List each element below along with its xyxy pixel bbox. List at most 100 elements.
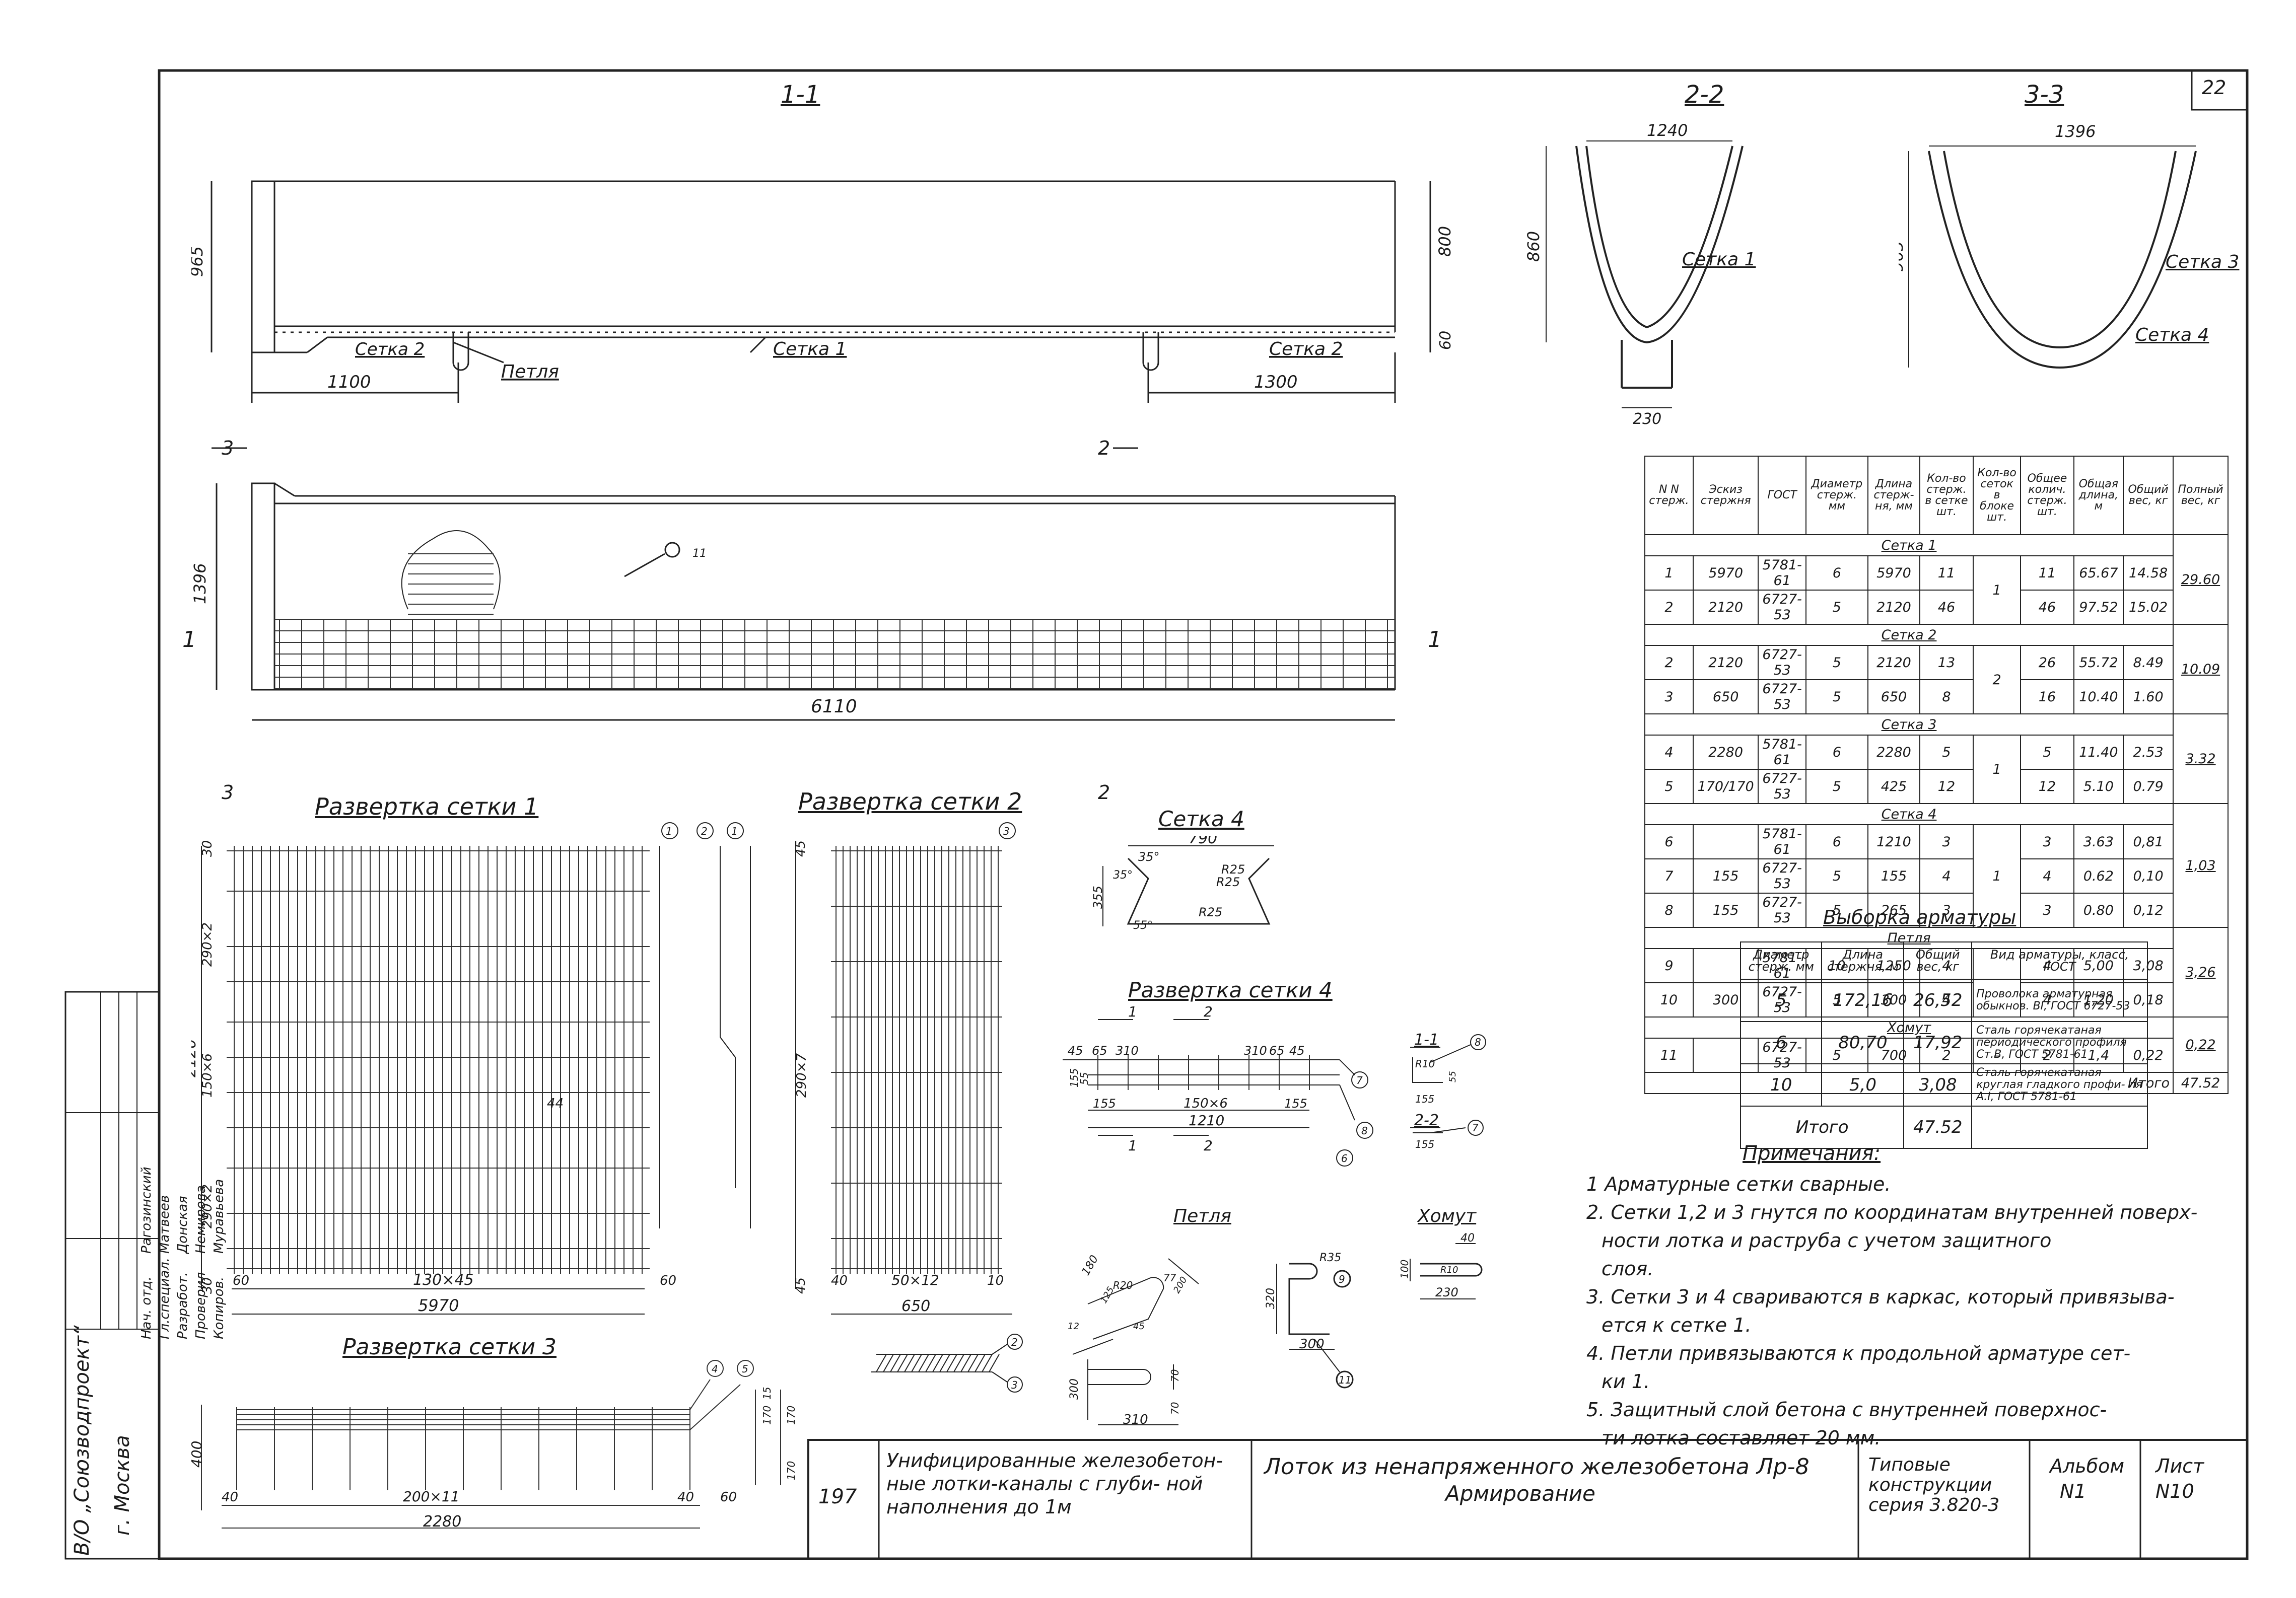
spec-header-cell: Полный вес, кг xyxy=(2173,456,2229,535)
spec-cell: 11 xyxy=(2020,555,2074,591)
spec-cell: 1210 xyxy=(1867,824,1921,859)
petlya-77: 77 xyxy=(1163,1272,1176,1284)
d2-650: 650 xyxy=(901,1297,930,1315)
dim-860: 860 xyxy=(1524,231,1543,262)
title-setka-2-dev: Развертка сетки 2 xyxy=(798,788,1022,815)
label-setka-1-s22: Сетка 1 xyxy=(1682,249,1756,270)
spec-header-cell: Общая длина, м xyxy=(2073,456,2124,535)
spec-cell: 265 xyxy=(1867,893,1921,928)
small-sections: 1-1 R10 155 55 8 2-2 155 7 xyxy=(1410,1031,1486,1150)
hatch-line xyxy=(897,1354,908,1372)
title-setka-4: Сетка 4 xyxy=(1158,807,1244,831)
d1-60a: 60 xyxy=(233,1273,249,1288)
dim-1240: 1240 xyxy=(1647,121,1688,140)
small-sec-155a: 155 xyxy=(1415,1093,1434,1105)
d4-310b: 310 xyxy=(1244,1044,1267,1058)
setka-4-shape: 790 35° R25 R25 35° 355 55° R25 xyxy=(1091,836,1274,932)
spec-cell: 5 xyxy=(1805,590,1868,625)
petlya-70b: 70 xyxy=(1169,1402,1181,1415)
spec-cell: 10 xyxy=(1644,982,1694,1018)
selection-cell: 5 xyxy=(1740,979,1823,1022)
spec-cell: 5970 xyxy=(1692,555,1759,591)
label-petlya: Петля xyxy=(501,361,559,382)
hatch-line xyxy=(890,1354,901,1372)
spec-header-cell: Диаметр стерж. мм xyxy=(1805,456,1868,535)
spec-cell: 0,10 xyxy=(2123,858,2174,894)
spec-cell: 8 xyxy=(1644,893,1694,928)
khomut-100: 100 xyxy=(1399,1260,1411,1279)
d2-40: 40 xyxy=(831,1273,848,1288)
d3-40a: 40 xyxy=(222,1490,238,1505)
spec-cell: 6 xyxy=(1805,735,1868,770)
hatch-line xyxy=(975,1354,986,1372)
petlya-310: 310 xyxy=(1123,1412,1148,1427)
note-line: ности лотка и раструба с учетом защитног… xyxy=(1602,1229,2052,1252)
spec-cell: 0,12 xyxy=(2123,893,2174,928)
spec-cell: 12 xyxy=(2020,769,2074,804)
selection-cell: 172,16 xyxy=(1821,979,1905,1022)
d2-callout-3b: 3 xyxy=(1011,1379,1018,1391)
spec-cell: 65.67 xyxy=(2073,555,2124,591)
petlya-r20: R20 xyxy=(1113,1279,1133,1291)
spec-cell: 8 xyxy=(1919,679,1974,714)
d4-cut-1b: 1 xyxy=(1128,1137,1137,1154)
dim-1396: 1396 xyxy=(191,563,210,604)
tb-series-title: Унифицированные железобетон- ные лотки-к… xyxy=(886,1449,1223,1518)
petlya-70a: 70 xyxy=(1169,1369,1181,1382)
note-line: ется к сетке 1. xyxy=(1602,1314,1752,1336)
spec-group-total: 29.60 xyxy=(2173,534,2229,625)
loop9-callout-9: 9 xyxy=(1339,1273,1345,1285)
spec-cell: 5781-61 xyxy=(1758,555,1806,591)
dim-6110: 6110 xyxy=(811,696,857,717)
title-setka-3-dev: Развертка сетки 3 xyxy=(342,1334,557,1360)
spec-cell: 3.63 xyxy=(2073,824,2124,859)
s4-35b: 35° xyxy=(1113,869,1133,882)
spec-cell: 5781-61 xyxy=(1758,824,1806,859)
loop9-300: 300 xyxy=(1299,1337,1325,1352)
loop9-r35: R35 xyxy=(1319,1252,1341,1264)
dim-965: 965 xyxy=(191,246,206,277)
hatch-line xyxy=(967,1354,979,1372)
tb-series: Типовые конструкции серия 3.820-3 xyxy=(1868,1455,2000,1515)
tb-sheet: N10 xyxy=(2155,1480,2194,1502)
spec-cell: 6727-53 xyxy=(1758,679,1806,714)
spec-cell: 650 xyxy=(1867,679,1921,714)
stamp-role: Разработ. xyxy=(175,1272,190,1339)
d4-65a: 65 xyxy=(1092,1044,1107,1058)
spec-cell: 0.62 xyxy=(2073,858,2124,894)
spec-cell: 0.79 xyxy=(2123,769,2174,804)
d1-30a: 30 xyxy=(200,840,215,857)
selection-cell: 17,92 xyxy=(1903,1021,1973,1064)
d1-callout-1a: 1 xyxy=(666,825,672,837)
d1-150x6: 150×6 xyxy=(200,1053,215,1098)
selection-total-label: Итого xyxy=(1740,1106,1905,1149)
spec-cell: 7 xyxy=(1644,858,1694,894)
spec-header-cell: Кол-во стерж. в сетке шт. xyxy=(1919,456,1974,535)
cut-mark-2-bottom: 2 xyxy=(1098,781,1110,804)
spec-group-title: Сетка 4 xyxy=(1644,803,2174,825)
section-1-1-drawing: 965 800 60 1100 1300 Сетка 2 Петля Сетка… xyxy=(191,180,1454,403)
note-line: 3. Сетки 3 и 4 свариваются в каркас, кот… xyxy=(1586,1286,2175,1308)
d4-150x6: 150×6 xyxy=(1184,1096,1228,1111)
dim-60: 60 xyxy=(1437,331,1454,350)
spec-cell: 3 xyxy=(1919,824,1974,859)
spec-cell: 2120 xyxy=(1867,645,1921,680)
d2-50x12: 50×12 xyxy=(891,1272,939,1288)
d4-callout-8: 8 xyxy=(1361,1125,1368,1137)
spec-cell: 5970 xyxy=(1867,555,1921,591)
d4-1210: 1210 xyxy=(1189,1112,1224,1129)
spec-cell: 26 xyxy=(2020,645,2074,680)
d4-155c: 155 xyxy=(1068,1068,1080,1087)
loop-9-detail: R35 320 300 9 11 xyxy=(1265,1252,1354,1389)
stamp-role: Копиров. xyxy=(212,1276,227,1339)
spec-cell: 13 xyxy=(1919,645,1974,680)
petlya-300: 300 xyxy=(1068,1378,1081,1400)
selection-header-cell: Вид арматуры, класс, ГОСТ xyxy=(1971,941,2148,980)
label-setka-2: Сетка 2 xyxy=(355,339,425,359)
